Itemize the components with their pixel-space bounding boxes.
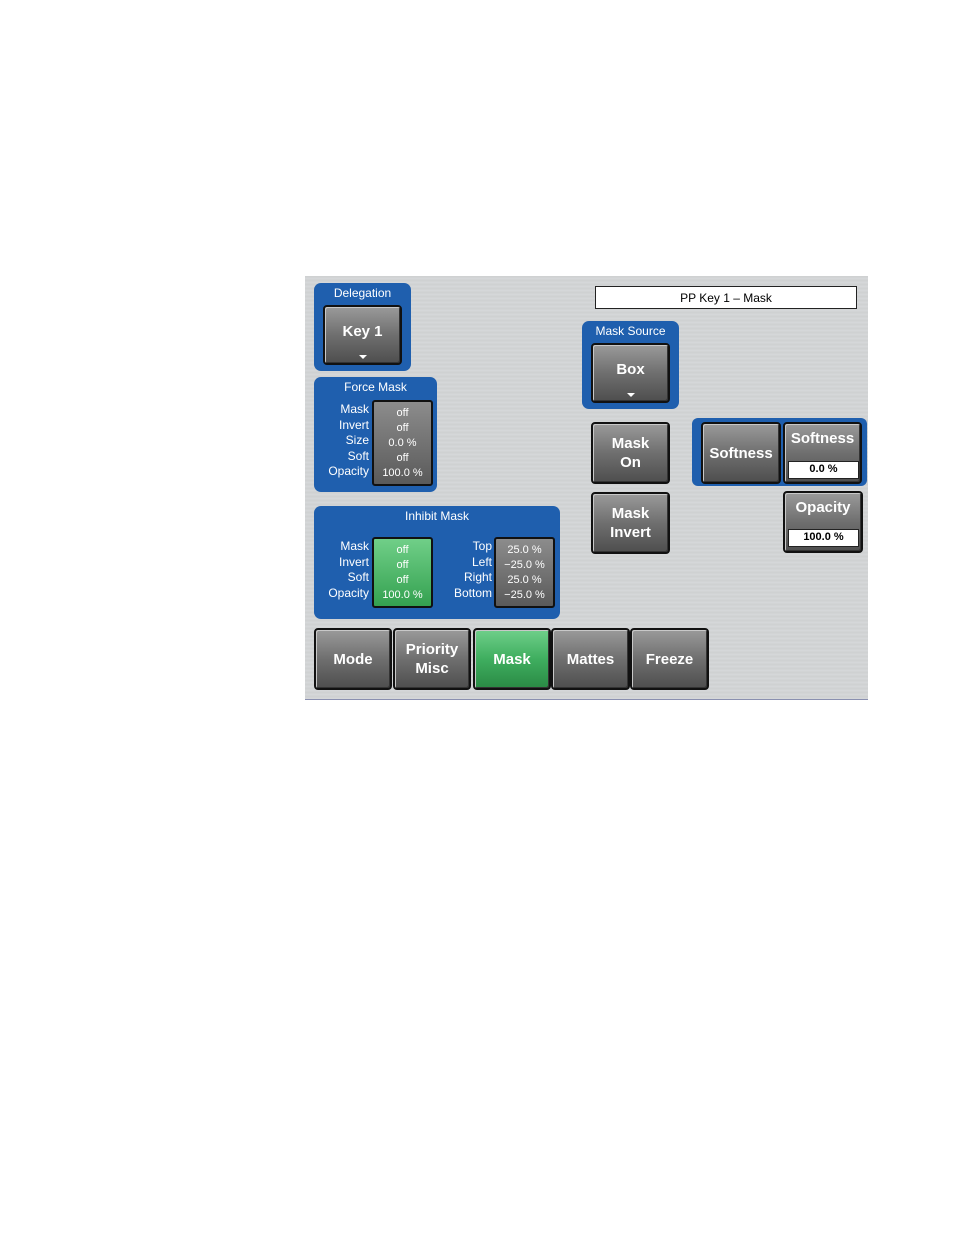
force-mask-field-labels: Mask Invert Size Soft Opacity xyxy=(314,402,369,480)
inhibit-mask-value: off xyxy=(396,574,409,586)
opacity-label: Opacity xyxy=(795,499,851,516)
force-mask-values-button[interactable]: off off 0.0 % off 100.0 % xyxy=(372,400,433,486)
tab-priority-misc-label: Priority Misc xyxy=(405,641,459,677)
tab-freeze-label: Freeze xyxy=(645,650,694,668)
inhibit-mask-edge-label: Left xyxy=(471,554,492,569)
force-mask-value: off xyxy=(396,407,409,419)
tab-mask[interactable]: Mask xyxy=(473,628,551,690)
inhibit-mask-row-label: Soft xyxy=(347,570,369,584)
dropdown-arrow-icon xyxy=(626,393,635,397)
softness-button-label: Softness xyxy=(709,444,773,462)
softness-value-button[interactable]: Softness 0.0 % xyxy=(783,422,862,484)
force-mask-group: Force Mask Mask Invert Size Soft Opacity… xyxy=(314,377,437,492)
force-mask-label: Force Mask xyxy=(344,380,407,394)
inhibit-mask-row-label: Invert xyxy=(338,554,369,569)
force-mask-value: off xyxy=(396,422,409,434)
dropdown-arrow-icon xyxy=(358,355,367,359)
mask-menu-panel: Delegation Key 1 PP Key 1 – Mask Mask So… xyxy=(305,276,868,700)
tab-mode[interactable]: Mode xyxy=(314,628,392,690)
delegation-label: Delegation xyxy=(333,286,392,300)
delegation-group: Delegation Key 1 xyxy=(314,283,411,371)
inhibit-mask-value: off xyxy=(396,559,409,571)
tab-mode-label: Mode xyxy=(333,650,373,668)
mask-source-group: Mask Source Box xyxy=(582,321,679,409)
inhibit-mask-edge-value: −25.0 % xyxy=(504,589,545,601)
force-mask-row-label: Soft xyxy=(347,448,369,463)
inhibit-mask-edge-value: −25.0 % xyxy=(504,559,545,571)
inhibit-mask-values-button[interactable]: off off off 100.0 % xyxy=(372,537,433,608)
menu-title: PP Key 1 – Mask xyxy=(595,286,857,309)
inhibit-mask-edge-label: Right xyxy=(463,570,492,584)
mask-source-button[interactable]: Box xyxy=(591,343,670,403)
mask-invert-button[interactable]: Mask Invert xyxy=(591,492,670,554)
mask-on-label: Mask On xyxy=(611,435,650,471)
opacity-button[interactable]: Opacity 100.0 % xyxy=(783,491,863,553)
tab-freeze[interactable]: Freeze xyxy=(630,628,709,690)
force-mask-value: 100.0 % xyxy=(382,467,423,479)
softness-value-field: 0.0 % xyxy=(788,461,859,479)
mask-source-value: Box xyxy=(616,360,645,378)
delegation-key-label: Key 1 xyxy=(342,322,383,340)
force-mask-value: 0.0 % xyxy=(388,437,417,449)
inhibit-mask-edge-label: Bottom xyxy=(453,585,492,600)
inhibit-mask-right-labels: Top Left Right Bottom xyxy=(439,539,492,601)
softness-field-label: Softness xyxy=(790,430,855,447)
inhibit-mask-edge-label: Top xyxy=(472,539,492,553)
inhibit-mask-label: Inhibit Mask xyxy=(404,509,470,523)
mask-source-label: Mask Source xyxy=(595,324,666,338)
inhibit-mask-value: off xyxy=(396,544,409,556)
inhibit-mask-row-label: Mask xyxy=(340,539,369,553)
force-mask-row-label: Opacity xyxy=(328,464,369,478)
tab-mattes-label: Mattes xyxy=(566,650,615,668)
softness-button[interactable]: Softness xyxy=(701,422,781,484)
force-mask-row-label: Mask xyxy=(340,402,369,416)
force-mask-value: off xyxy=(396,452,409,464)
inhibit-mask-group: Inhibit Mask Mask Invert Soft Opacity of… xyxy=(314,506,560,619)
inhibit-mask-row-label: Opacity xyxy=(328,585,369,600)
tab-priority-misc[interactable]: Priority Misc xyxy=(393,628,471,690)
tab-mask-label: Mask xyxy=(493,650,531,668)
delegation-key-button[interactable]: Key 1 xyxy=(323,305,402,365)
opacity-value-field: 100.0 % xyxy=(788,529,859,547)
inhibit-mask-edge-value: 25.0 % xyxy=(507,544,542,556)
mask-on-button[interactable]: Mask On xyxy=(591,422,670,484)
mask-invert-label: Mask Invert xyxy=(610,505,651,541)
force-mask-row-label: Size xyxy=(345,433,369,447)
inhibit-mask-edges-button[interactable]: 25.0 % −25.0 % 25.0 % −25.0 % xyxy=(494,537,555,608)
inhibit-mask-value: 100.0 % xyxy=(382,589,423,601)
force-mask-row-label: Invert xyxy=(338,417,369,432)
inhibit-mask-left-labels: Mask Invert Soft Opacity xyxy=(314,539,369,601)
softness-group: Softness Softness 0.0 % xyxy=(692,418,867,486)
inhibit-mask-edge-value: 25.0 % xyxy=(507,574,542,586)
tab-mattes[interactable]: Mattes xyxy=(551,628,630,690)
